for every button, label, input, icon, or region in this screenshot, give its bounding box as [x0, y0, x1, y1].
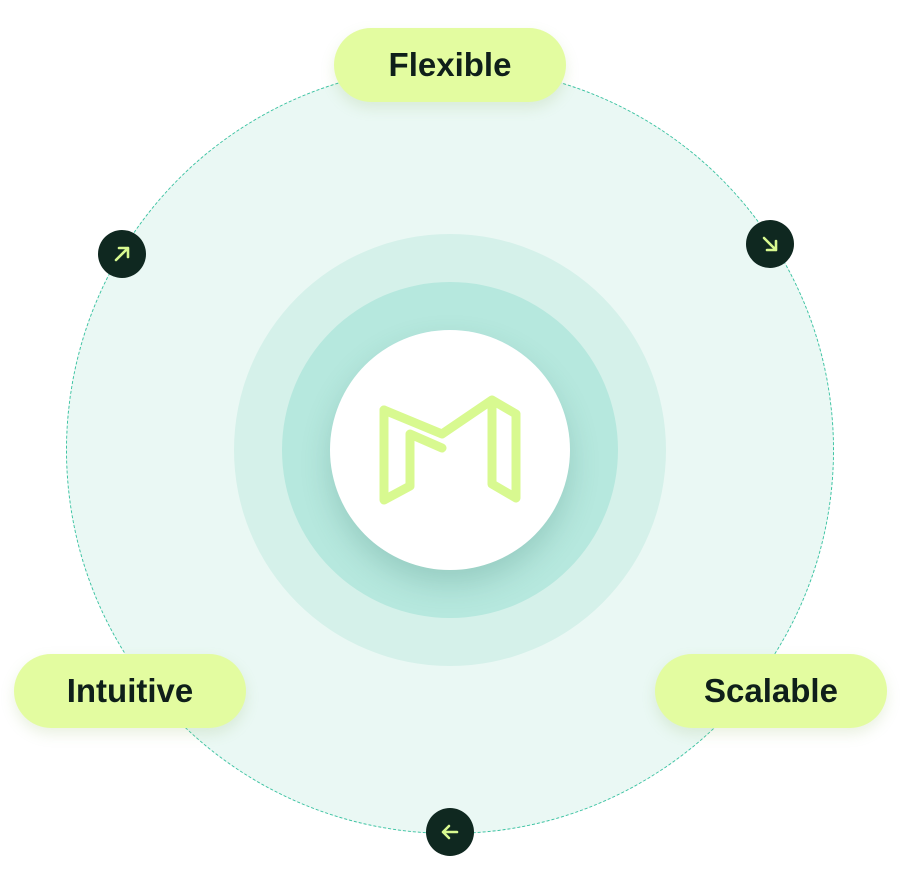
node-label: Scalable	[704, 672, 838, 709]
connector-bottom	[426, 808, 474, 856]
node-label: Intuitive	[66, 672, 194, 709]
center-logo-disc	[330, 330, 570, 570]
node-intuitive: Intuitive	[14, 654, 246, 728]
m-logo-icon	[379, 395, 521, 505]
arrow-down-right-icon	[762, 236, 778, 252]
node-label: Flexible	[388, 46, 512, 83]
node-scalable: Scalable	[655, 654, 887, 728]
arrow-left-icon	[441, 824, 459, 840]
arrow-up-right-icon	[114, 246, 130, 262]
node-flexible: Flexible	[334, 28, 566, 102]
connector-upper-left	[98, 230, 146, 278]
connector-upper-right	[746, 220, 794, 268]
